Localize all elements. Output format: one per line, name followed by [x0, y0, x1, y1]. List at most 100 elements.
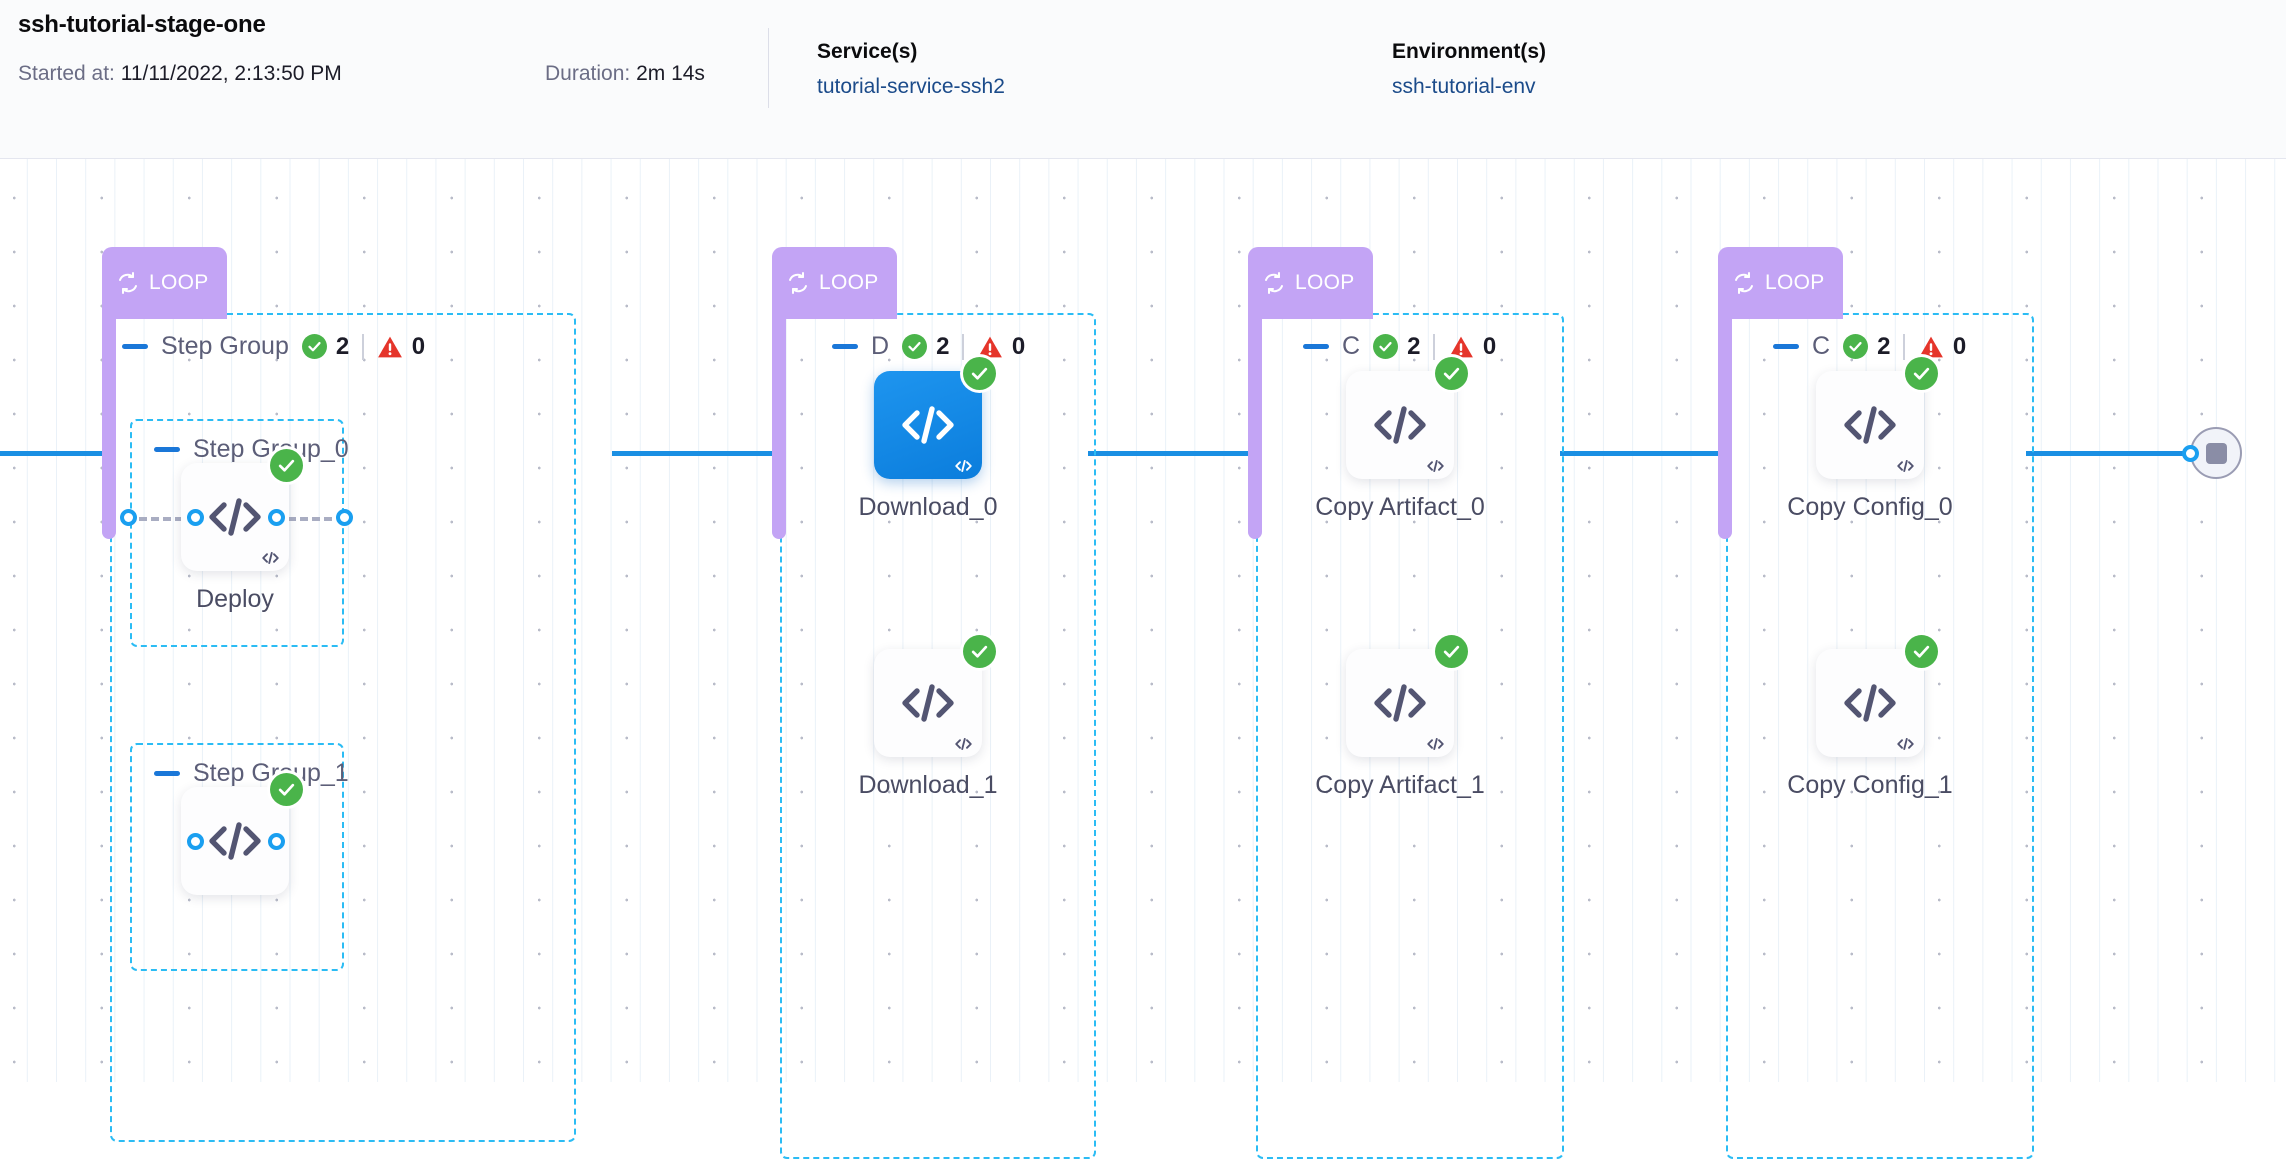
- code-icon: [1374, 684, 1426, 722]
- subgroup-step-group-1[interactable]: Step Group_1: [130, 743, 349, 971]
- step-node-copy-artifact-1[interactable]: Copy Artifact_1: [1315, 635, 1485, 799]
- started-at-label: Started at:: [18, 62, 115, 85]
- loop-badge-label: LOOP: [1295, 271, 1355, 294]
- loop-icon: [1735, 272, 1753, 294]
- collapse-toggle-icon[interactable]: [1303, 344, 1329, 349]
- duration: Duration: 2m 14s: [545, 62, 705, 86]
- edge-group3-to-group4: [1560, 451, 1720, 456]
- loop-badge: LOOP: [1718, 247, 1843, 319]
- edge-start-to-group1: [0, 451, 112, 456]
- node-box[interactable]: [1816, 357, 1938, 479]
- port-outer-right[interactable]: [336, 509, 353, 526]
- group-title: C: [1342, 332, 1361, 360]
- edge-group2-to-group3: [1088, 451, 1248, 456]
- collapse-toggle-icon[interactable]: [154, 447, 180, 452]
- collapse-toggle-icon[interactable]: [154, 771, 180, 776]
- subgroup-header[interactable]: Step Group_0: [154, 435, 349, 464]
- success-count: 2: [1407, 332, 1421, 360]
- node-label: Copy Config_0: [1787, 493, 1953, 521]
- services-block: Service(s) tutorial-service-ssh2: [817, 40, 1005, 99]
- code-icon: [1844, 406, 1896, 444]
- node-label: Download_0: [858, 493, 998, 521]
- node-status-success-icon: [270, 449, 303, 482]
- success-check-icon: [301, 334, 327, 359]
- started-at-value: 11/11/2022, 2:13:50 PM: [120, 62, 342, 85]
- services-label: Service(s): [817, 40, 918, 63]
- code-badge-icon: [1897, 459, 1914, 473]
- count-divider: [1433, 333, 1435, 360]
- code-badge-icon: [262, 551, 279, 565]
- group-counts: 2 0: [902, 333, 1025, 361]
- pipeline-header: ssh-tutorial-stage-one Started at: 11/11…: [0, 0, 2286, 159]
- error-count: 0: [1011, 332, 1026, 360]
- node-box[interactable]: [874, 635, 996, 757]
- header-divider: [768, 28, 769, 108]
- pipeline-canvas[interactable]: LOOP Step Group 2 0: [0, 159, 2286, 1159]
- loop-badge-label: LOOP: [1765, 271, 1825, 294]
- count-divider: [362, 333, 364, 360]
- code-icon: [1374, 406, 1426, 444]
- group-counts: 2 0: [301, 332, 426, 361]
- port-inner-right[interactable]: [268, 833, 285, 850]
- duration-value: 2m 14s: [636, 62, 705, 85]
- step-node-copy-config-1[interactable]: Copy Config_1: [1787, 635, 1953, 799]
- environment-link[interactable]: ssh-tutorial-env: [1392, 75, 1536, 98]
- code-badge-icon: [1427, 737, 1444, 751]
- loop-icon: [789, 272, 807, 294]
- success-check-icon: [1843, 334, 1869, 359]
- edge-group4-to-end: [2026, 451, 2194, 456]
- loop-icon: [119, 272, 137, 294]
- success-count: 2: [936, 332, 950, 360]
- node-label: Deploy: [196, 585, 274, 613]
- step-node-download-1[interactable]: Download_1: [859, 635, 998, 799]
- node-box[interactable]: [1816, 635, 1938, 757]
- started-at: Started at: 11/11/2022, 2:13:50 PM: [18, 62, 342, 86]
- node-box[interactable]: [1346, 635, 1468, 757]
- code-icon: [902, 406, 954, 444]
- node-status-success-icon: [1435, 357, 1468, 390]
- error-count: 0: [411, 332, 426, 360]
- node-status-success-icon: [1905, 635, 1938, 668]
- loop-rail: [1718, 307, 1732, 539]
- service-link[interactable]: tutorial-service-ssh2: [817, 75, 1005, 98]
- port-inner-left[interactable]: [187, 833, 204, 850]
- collapse-toggle-icon[interactable]: [1773, 344, 1799, 349]
- error-warning-icon: [377, 336, 402, 357]
- subgroup-step-group-0[interactable]: Step Group_0: [120, 419, 353, 647]
- group-header-download[interactable]: D 2 0: [832, 332, 1025, 361]
- error-count: 0: [1482, 332, 1497, 360]
- error-warning-icon: [1449, 336, 1473, 357]
- loop-badge-label: LOOP: [149, 271, 209, 294]
- node-box[interactable]: [874, 357, 996, 479]
- environments-label: Environment(s): [1392, 40, 1547, 63]
- code-icon: [209, 498, 261, 536]
- loop-badge: LOOP: [1248, 247, 1373, 319]
- collapse-toggle-icon[interactable]: [832, 344, 858, 349]
- group-header-copy-artifact[interactable]: C 2 0: [1303, 332, 1496, 361]
- node-label: Copy Config_1: [1787, 771, 1953, 799]
- group-header-step-group[interactable]: Step Group 2 0: [122, 332, 425, 361]
- port-outer-left[interactable]: [120, 509, 137, 526]
- success-check-icon: [1373, 334, 1399, 359]
- page-title: ssh-tutorial-stage-one: [18, 11, 266, 38]
- group-counts: 2 0: [1843, 333, 1966, 361]
- node-status-success-icon: [270, 773, 303, 806]
- loop-badge-label: LOOP: [819, 271, 879, 294]
- node-status-success-icon: [1435, 635, 1468, 668]
- port-link-left: [139, 517, 195, 521]
- port-inner-right[interactable]: [268, 509, 285, 526]
- end-node-port[interactable]: [2182, 445, 2199, 462]
- port-inner-left[interactable]: [187, 509, 204, 526]
- node-status-success-icon: [1905, 357, 1938, 390]
- loop-rail: [772, 307, 786, 539]
- group-header-copy-config[interactable]: C 2 0: [1773, 332, 1966, 361]
- code-icon: [1844, 684, 1896, 722]
- step-node-copy-config-0[interactable]: Copy Config_0: [1787, 357, 1953, 521]
- duration-label: Duration:: [545, 62, 631, 85]
- node-label: Download_1: [858, 771, 998, 799]
- step-node-copy-artifact-0[interactable]: Copy Artifact_0: [1315, 357, 1485, 521]
- subgroup-header[interactable]: Step Group_1: [154, 759, 349, 788]
- collapse-toggle-icon[interactable]: [122, 344, 148, 349]
- node-box[interactable]: [1346, 357, 1468, 479]
- step-node-download-0[interactable]: Download_0: [859, 357, 998, 521]
